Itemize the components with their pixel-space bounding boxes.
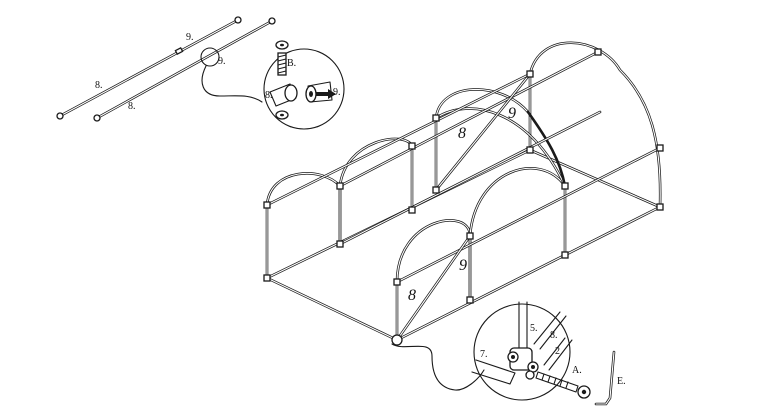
detail-label-arc: 2	[555, 346, 560, 357]
rod-label-8a: 8.	[95, 80, 103, 91]
rod-label-9a: 9.	[186, 32, 194, 43]
zoom-detail-top: B. 8. 9.	[263, 40, 345, 130]
zoom-detail-bottom: 7. 5. 8. 2 A. E.	[471, 301, 626, 406]
insert-arrow-icon	[316, 89, 336, 99]
bolt-a-icon	[535, 371, 579, 393]
zoom-label-pipe-a: 8.	[265, 90, 273, 101]
rod-label-9b: 9.	[218, 56, 226, 67]
frame-label-lower-brace: 9	[459, 257, 467, 274]
rod-detail: 9. 9. 8. 8.	[56, 16, 276, 122]
frame-label-lower-diag: 8	[408, 287, 416, 304]
greenhouse-frame: 8 9 9 8	[263, 41, 664, 346]
detail-label-pipe: 7.	[480, 349, 488, 360]
detail-label-wrench: E.	[617, 376, 626, 387]
frame-label-upper-diag: 8	[458, 125, 466, 142]
bolt-icon	[277, 52, 287, 76]
zoom-label-pipe-b: 9.	[333, 87, 341, 98]
detail-label-diag: 8.	[550, 330, 558, 341]
rod-label-8b: 8.	[128, 101, 136, 112]
diagonal-braces	[395, 72, 532, 342]
leader-line-top	[201, 65, 263, 103]
detail-label-bolt: A.	[572, 365, 582, 376]
arch-frame	[265, 41, 662, 342]
rod-upper	[56, 16, 242, 120]
joint-highlight-circle	[200, 47, 220, 67]
frame-label-upper-brace: 9	[508, 105, 516, 122]
rod-lower	[93, 17, 276, 122]
longitudinal-rails	[265, 50, 662, 284]
zoom-label-bolt: B.	[287, 58, 296, 69]
foot-joint-highlight	[391, 334, 403, 346]
detail-label-upright: 5.	[530, 323, 538, 334]
joint-markers	[263, 48, 664, 346]
leader-line-bottom	[391, 343, 485, 391]
